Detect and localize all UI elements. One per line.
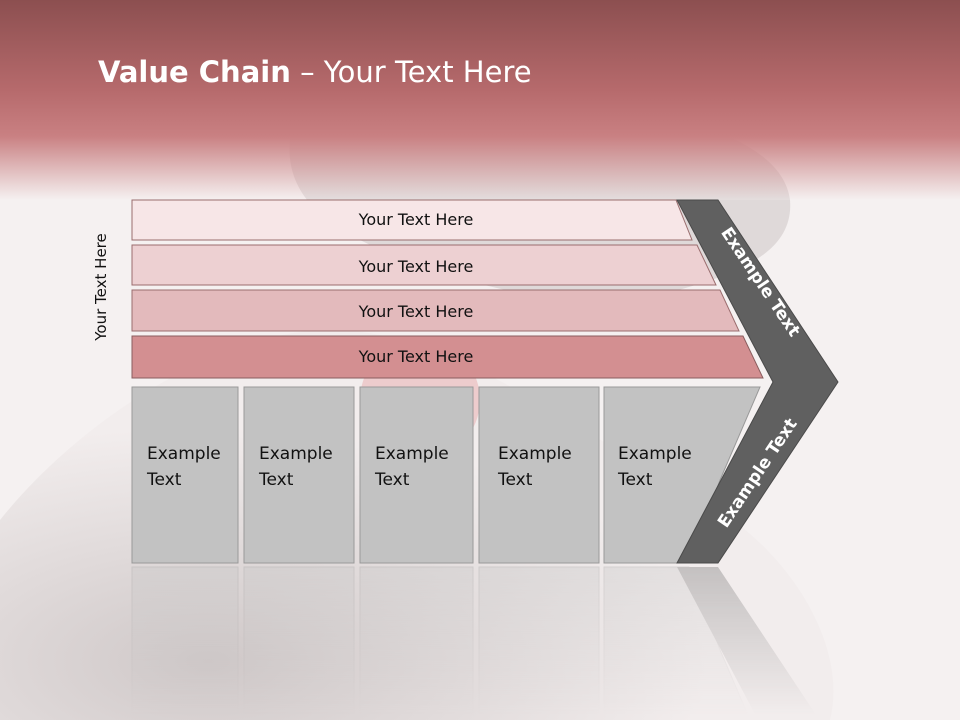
column-3-line2: Text — [374, 470, 410, 490]
column-2: Example Text — [243, 386, 355, 564]
bar-1-label: Your Text Here — [358, 210, 474, 229]
bar-1: Your Text Here — [131, 199, 693, 241]
bar-4: Your Text Here — [131, 335, 764, 379]
bar-2-label: Your Text Here — [358, 257, 474, 276]
bar-3: Your Text Here — [131, 289, 740, 332]
slide-title: Value Chain – Your Text Here — [98, 55, 532, 89]
column-4-line1: Example — [498, 444, 572, 464]
column-5: Example Text — [603, 386, 761, 564]
title-rest: – Your Text Here — [290, 55, 532, 89]
column-1-line2: Text — [146, 470, 182, 490]
column-4-line2: Text — [497, 470, 533, 490]
bar-3-label: Your Text Here — [358, 302, 474, 321]
column-1-line1: Example — [147, 444, 221, 464]
diagram-reflection — [131, 566, 817, 715]
bar-2: Your Text Here — [131, 244, 717, 286]
column-3-line1: Example — [375, 444, 449, 464]
column-2-line2: Text — [258, 470, 294, 490]
column-5-line2: Text — [617, 470, 653, 490]
header-band — [0, 0, 960, 200]
bar-4-label: Your Text Here — [358, 347, 474, 366]
column-5-line1: Example — [618, 444, 692, 464]
column-3: Example Text — [359, 386, 474, 564]
column-4: Example Text — [478, 386, 600, 564]
title-bold: Value Chain — [98, 55, 291, 89]
column-1: Example Text — [131, 386, 239, 564]
column-2-line1: Example — [259, 444, 333, 464]
